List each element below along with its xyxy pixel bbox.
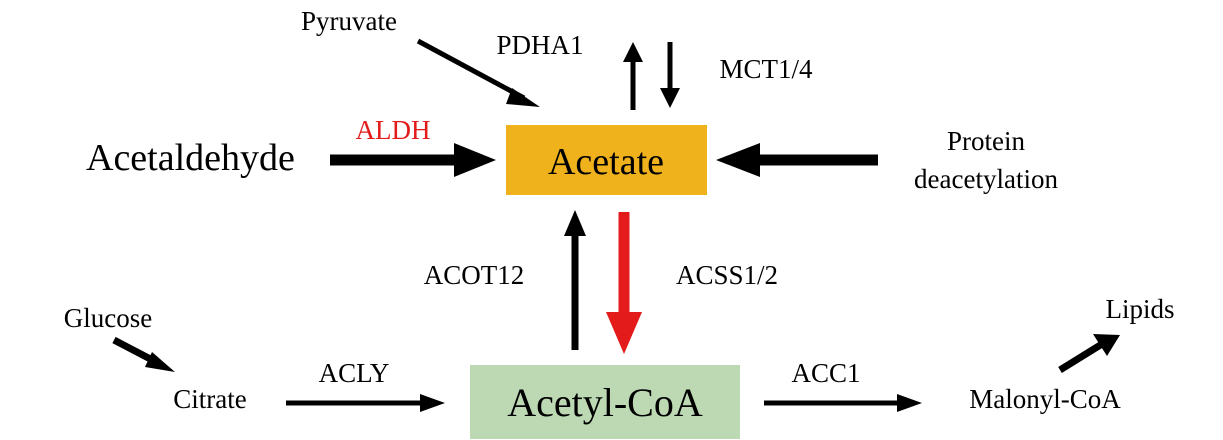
acss-label: ACSS1/2 xyxy=(676,260,778,290)
acot12-label: ACOT12 xyxy=(424,260,525,290)
acly-arrowhead xyxy=(420,394,445,412)
pyruvate-to-acetate-arrow xyxy=(416,38,526,101)
acc1-label: ACC1 xyxy=(791,358,860,388)
mct-out-arrowhead xyxy=(623,42,643,62)
pyruvate-arrowhead xyxy=(506,88,540,107)
acetaldehyde-arrowhead xyxy=(454,143,496,177)
protein-deacetylation-line2: deacetylation xyxy=(914,164,1058,194)
malonyl-coa-label: Malonyl-CoA xyxy=(969,384,1121,414)
lipids-arrowhead xyxy=(1093,334,1120,356)
glucose-label: Glucose xyxy=(64,303,152,333)
mct-in-arrowhead xyxy=(660,88,680,108)
acc1-arrowhead xyxy=(897,394,922,412)
acetate-box xyxy=(506,125,707,195)
glucose-arrowhead xyxy=(145,352,175,372)
pyruvate-label: Pyruvate xyxy=(301,6,397,36)
mct-label: MCT1/4 xyxy=(719,54,813,84)
acss-arrowhead xyxy=(606,312,642,354)
malonyl-coa-to-lipids-arrow xyxy=(1058,341,1104,373)
pdha1-label: PDHA1 xyxy=(496,30,583,60)
acetyl-coa-box xyxy=(470,365,740,439)
lipids-label: Lipids xyxy=(1105,294,1174,324)
protein-deacetylation-line1: Protein xyxy=(947,126,1025,156)
aldh-label: ALDH xyxy=(356,115,431,145)
acot12-arrowhead xyxy=(564,210,586,236)
acetaldehyde-label: Acetaldehyde xyxy=(86,137,295,179)
acetyl-coa-label: Acetyl-CoA xyxy=(507,380,703,425)
deacetylation-arrowhead xyxy=(716,143,760,177)
acly-label: ACLY xyxy=(319,358,390,388)
acetate-label: Acetate xyxy=(548,141,664,183)
citrate-label: Citrate xyxy=(173,384,246,414)
